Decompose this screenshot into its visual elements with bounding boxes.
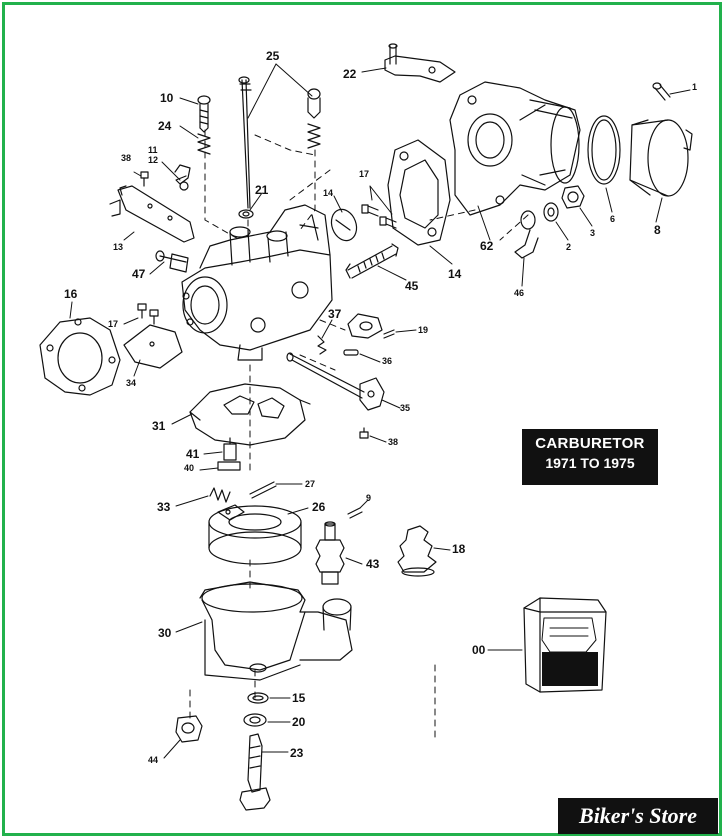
- part-8-clamp: [629, 119, 693, 197]
- part-46-spring-clip: [514, 210, 539, 259]
- label-8: 8: [654, 223, 661, 237]
- part-25-idle-screw: [307, 88, 321, 149]
- part-18-boot: [397, 525, 437, 577]
- part-38-screw-upper: [140, 171, 149, 187]
- title-line-1: CARBURETOR: [535, 435, 645, 452]
- label-11: 11: [148, 145, 158, 155]
- part-22-bracket: [384, 43, 456, 83]
- part-45-stud: [345, 243, 399, 279]
- label-6: 6: [610, 214, 615, 224]
- part-34-plate: [123, 324, 183, 369]
- label-47: 47: [132, 267, 146, 281]
- label-36: 36: [382, 356, 392, 366]
- label-22: 22: [343, 67, 357, 81]
- part-38-screw-lower: [359, 427, 369, 439]
- label-46: 46: [514, 288, 524, 298]
- label-20: 20: [292, 715, 306, 729]
- label-44: 44: [148, 755, 158, 765]
- leader-lines: [69, 63, 691, 759]
- label-35: 35: [400, 403, 410, 413]
- label-43: 43: [366, 557, 380, 571]
- label-13: 13: [113, 242, 123, 252]
- part-14-plate: [330, 208, 358, 242]
- part-31-throttle-plate: [189, 383, 311, 446]
- part-10-screw: [197, 95, 211, 133]
- part-2-washer: [543, 202, 559, 222]
- part-17-screws-upper: [361, 204, 397, 229]
- part-3-nut: [561, 185, 585, 209]
- part-13-throttle-lever: [109, 185, 195, 243]
- label-26: 26: [312, 500, 326, 514]
- label-38-upper: 38: [121, 153, 131, 163]
- label-34: 34: [126, 378, 136, 388]
- part-62-manifold: [449, 81, 581, 216]
- label-12: 12: [148, 155, 158, 165]
- part-20-washer: [243, 713, 267, 727]
- part-30-float-bowl: [199, 581, 353, 681]
- part-00-rebuild-kit: [523, 597, 607, 693]
- part-6-ring-seal: [587, 115, 621, 185]
- label-38-lower: 38: [388, 437, 398, 447]
- label-30: 30: [158, 626, 172, 640]
- label-19: 19: [418, 325, 428, 335]
- part-40-seat: [217, 461, 241, 471]
- label-14-plate: 14: [323, 188, 333, 198]
- label-17-lower: 17: [108, 319, 118, 329]
- label-21-upper: 21: [255, 183, 269, 197]
- label-18: 18: [452, 542, 466, 556]
- part-21-washer-upper: [238, 209, 254, 219]
- part-47-plunger: [155, 250, 189, 273]
- label-15: 15: [292, 691, 306, 705]
- part-37-spring: [317, 335, 327, 355]
- label-9: 9: [366, 493, 371, 503]
- label-45: 45: [405, 279, 419, 293]
- part-12-spring: [174, 164, 191, 191]
- label-31: 31: [152, 419, 166, 433]
- part-43-pump: [315, 521, 345, 585]
- label-37: 37: [328, 307, 342, 321]
- title-line-2: 1971 TO 1975: [545, 455, 635, 471]
- label-10: 10: [160, 91, 174, 105]
- part-25-needle: [238, 76, 252, 209]
- label-00: 00: [472, 643, 486, 657]
- part-35-throttle-shaft: [286, 352, 385, 411]
- part-9-screw: [347, 507, 363, 519]
- part-27-pin: [249, 481, 277, 499]
- label-24: 24: [158, 119, 172, 133]
- diagram-title-box: CARBURETOR 1971 TO 1975: [522, 429, 658, 485]
- part-1-screw: [652, 82, 671, 101]
- part-36-pin: [343, 349, 359, 356]
- part-33-spring: [209, 487, 231, 503]
- part-26-float: [208, 504, 302, 565]
- label-14-gasket: 14: [448, 267, 462, 281]
- label-17-upper: 17: [359, 169, 369, 179]
- label-23: 23: [290, 746, 304, 760]
- label-41: 41: [186, 447, 200, 461]
- label-3: 3: [590, 228, 595, 238]
- part-41-valve: [223, 437, 237, 461]
- label-27: 27: [305, 479, 315, 489]
- part-labels: 25 22 1 10 24 11 38 12 21 17 14 13 47 14…: [64, 49, 697, 765]
- label-62: 62: [480, 239, 494, 253]
- label-16: 16: [64, 287, 78, 301]
- part-24-spring: [197, 133, 211, 155]
- part-17-screws-lower: [137, 303, 159, 325]
- part-23-drain-plug: [239, 733, 271, 811]
- part-15-washer: [247, 692, 269, 704]
- label-33: 33: [157, 500, 171, 514]
- label-25: 25: [266, 49, 280, 63]
- part-14-gasket-upper: [387, 139, 451, 246]
- carburetor-body: [181, 204, 333, 361]
- label-1: 1: [692, 82, 697, 92]
- part-19-bracket: [347, 313, 395, 339]
- part-16-gasket-side: [39, 317, 121, 396]
- label-40: 40: [184, 463, 194, 473]
- part-44-plug: [175, 715, 203, 743]
- label-2: 2: [566, 242, 571, 252]
- store-watermark: Biker's Store: [558, 798, 718, 834]
